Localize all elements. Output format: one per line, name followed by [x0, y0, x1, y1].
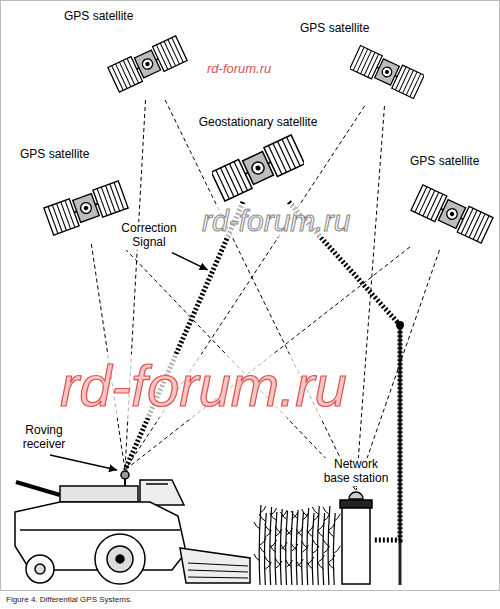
crop-leaf [260, 506, 266, 513]
node-label: GPS satellite [62, 10, 135, 24]
crop-leaf [254, 554, 260, 561]
satellite: GPS satellite [350, 38, 424, 106]
satellite: GPS satellite [410, 178, 494, 250]
crop-leaf [281, 544, 287, 551]
crop-stalk [286, 511, 288, 585]
crop-stalk [275, 512, 277, 585]
crop-leaf [312, 507, 318, 514]
combine-harvester: Roving receiver [8, 470, 252, 585]
crop-leaf [302, 541, 308, 548]
leader-arrow [172, 253, 208, 270]
crop-leaf [270, 545, 276, 552]
satellite: Geostationary satellite [212, 134, 304, 202]
crop-leaf [254, 522, 260, 529]
crop-leaf [270, 513, 276, 520]
crop-stalk [312, 513, 314, 585]
crop-stalk [265, 513, 267, 585]
satellite-drawing [212, 134, 304, 202]
crop-stalk [323, 513, 325, 585]
satellite-drawing [350, 38, 424, 106]
gps-signal-line [165, 100, 356, 490]
satellite: GPS satellite [105, 28, 190, 100]
crop-leaf [286, 528, 292, 535]
watermark: rd-forum.ru [200, 204, 352, 237]
crop-leaf [328, 530, 334, 537]
crop-leaf [323, 539, 329, 546]
crop-leaf [291, 543, 297, 550]
base-station: Network base station [338, 490, 374, 585]
crop-leaf [292, 512, 298, 519]
crop-stalk [333, 513, 335, 585]
crop-stalk [296, 510, 298, 585]
crop-leaf [286, 560, 292, 567]
crop-leaf [271, 508, 277, 515]
watermark: rd-forum.ru [205, 62, 273, 76]
crop-stalk [307, 508, 309, 585]
node-label: GPS satellite [408, 155, 481, 169]
station-drawing [338, 490, 374, 585]
leader-arrow [50, 455, 117, 470]
node-label: GPS satellite [298, 22, 371, 36]
crop-leaf [307, 530, 313, 537]
node-label: Geostationary satellite [197, 116, 320, 130]
crop-leaf [307, 562, 313, 569]
node-label: GPS satellite [18, 148, 91, 162]
harvester-drawing [8, 470, 252, 585]
crop-leaf [265, 524, 271, 531]
watermark: rd-forum.ru [58, 354, 349, 418]
node-label: Network base station [319, 458, 393, 486]
gps-signal-line [356, 106, 384, 490]
crop-leaf [265, 556, 271, 563]
crop-leaf [296, 561, 302, 568]
crop-rows [254, 505, 340, 585]
satellite-drawing [105, 28, 190, 100]
edge-label: Correction Signal [112, 222, 186, 250]
picture-frame [1, 1, 500, 591]
crop-leaf [291, 511, 297, 518]
crop-leaf [259, 514, 265, 521]
node-label: Roving receiver [16, 424, 72, 452]
crop-leaf [318, 530, 324, 537]
crop-stalk [302, 512, 304, 585]
crop-leaf [318, 562, 324, 569]
crop-leaf [275, 558, 281, 565]
crop-leaf [328, 562, 334, 569]
crop-leaf [275, 526, 281, 533]
gps-signal-line [356, 250, 439, 490]
satellite-drawing [410, 178, 494, 250]
crop-leaf [302, 509, 308, 516]
crop-leaf [281, 510, 287, 517]
crop-leaf [296, 529, 302, 536]
figure-caption: Figure 4. Differential GPS Systems. [6, 595, 132, 604]
crop-stalk [291, 511, 293, 585]
crop-leaf [281, 512, 287, 519]
crop-leaf [334, 546, 340, 553]
crop-leaf [323, 507, 329, 514]
crop-leaf [312, 539, 318, 546]
crop-leaf [334, 514, 340, 521]
crop-leaf [259, 546, 265, 553]
